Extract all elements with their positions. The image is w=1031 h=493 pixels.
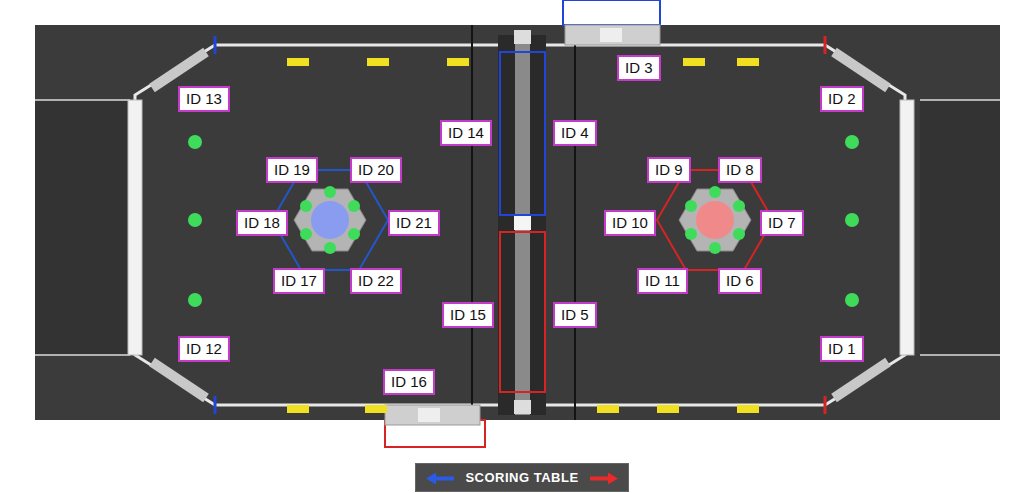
tag-id: ID 17 <box>281 272 317 289</box>
tag-id: ID 22 <box>358 272 394 289</box>
apriltag-id-box: ID 11 <box>637 268 688 294</box>
apriltag-id-box: ID 19 <box>266 157 318 183</box>
tag-id: ID 18 <box>244 214 280 231</box>
apriltag-id-box: ID 6 <box>718 268 762 294</box>
apriltag-id-box: ID 22 <box>350 268 402 294</box>
tag-id: ID 14 <box>448 124 484 141</box>
apriltag-id-box: ID 13 <box>178 86 230 112</box>
tag-id: ID 19 <box>274 161 310 178</box>
tag-id: ID 21 <box>396 214 432 231</box>
table-label: SCORING TABLE <box>417 470 626 485</box>
tag-id: ID 20 <box>358 161 394 178</box>
tag-id: ID 3 <box>625 59 653 76</box>
apriltag-id-box: ID 18 <box>236 210 288 236</box>
tag-id: ID 7 <box>768 214 796 231</box>
apriltag-id-box: ID 17 <box>273 268 325 294</box>
apriltag-id-box: ID 2 <box>820 86 864 112</box>
tag-id: ID 10 <box>612 214 648 231</box>
apriltag-id-box: ID 10 <box>604 210 656 236</box>
tag-id: ID 1 <box>828 340 856 357</box>
apriltag-id-box: ID 1 <box>820 336 864 362</box>
apriltag-id-box: ID 12 <box>178 336 230 362</box>
apriltag-id-box: ID 5 <box>553 302 597 328</box>
apriltag-id-box: ID 4 <box>553 120 597 146</box>
apriltag-id-box: ID 3 <box>617 55 661 81</box>
apriltag-id-box: ID 16 <box>383 369 435 395</box>
apriltag-id-box: ID 9 <box>647 157 691 183</box>
apriltag-id-box: ID 15 <box>442 302 494 328</box>
tag-id: ID 15 <box>450 306 486 323</box>
tag-id: ID 11 <box>645 272 680 289</box>
apriltag-id-box: ID 21 <box>388 210 440 236</box>
apriltag-id-box: ID 20 <box>350 157 402 183</box>
tag-id: ID 8 <box>726 161 754 178</box>
tag-id: ID 13 <box>186 90 222 107</box>
tag-id: ID 4 <box>561 124 589 141</box>
tag-id: ID 6 <box>726 272 754 289</box>
apriltag-id-box: ID 8 <box>718 157 762 183</box>
tag-id: ID 5 <box>561 306 589 323</box>
tag-id: ID 9 <box>655 161 683 178</box>
tag-id: ID 2 <box>828 90 856 107</box>
scoring-table-box: SCORING TABLE <box>415 463 629 492</box>
tag-id: ID 12 <box>186 340 222 357</box>
tag-id: ID 16 <box>391 373 427 390</box>
apriltag-id-box: ID 14 <box>440 120 492 146</box>
apriltag-id-box: ID 7 <box>760 210 804 236</box>
